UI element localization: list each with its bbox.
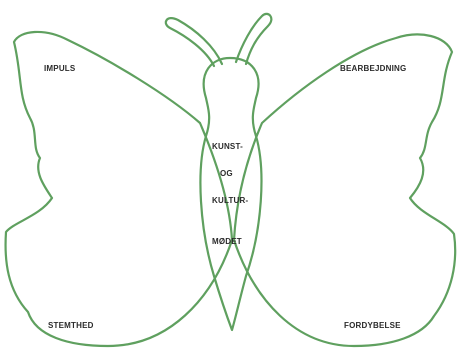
label-body-line-1: KUNST-	[212, 142, 243, 151]
label-body-line-2: OG	[220, 169, 233, 178]
label-bottom-right-wing: FORDYBELSE	[344, 321, 401, 330]
label-top-left-wing: IMPULS	[44, 64, 75, 73]
butterfly-body-outline	[200, 58, 261, 330]
label-body-line-3: KULTUR-	[212, 196, 248, 205]
label-top-right-wing: BEARBEJDNING	[340, 64, 406, 73]
left-antenna	[166, 18, 222, 66]
right-antenna	[236, 14, 271, 64]
label-bottom-left-wing: STEMTHED	[48, 321, 94, 330]
left-wing-outline	[6, 32, 232, 346]
label-body-line-4: MØDET	[212, 237, 242, 246]
right-wing-outline	[234, 34, 455, 346]
